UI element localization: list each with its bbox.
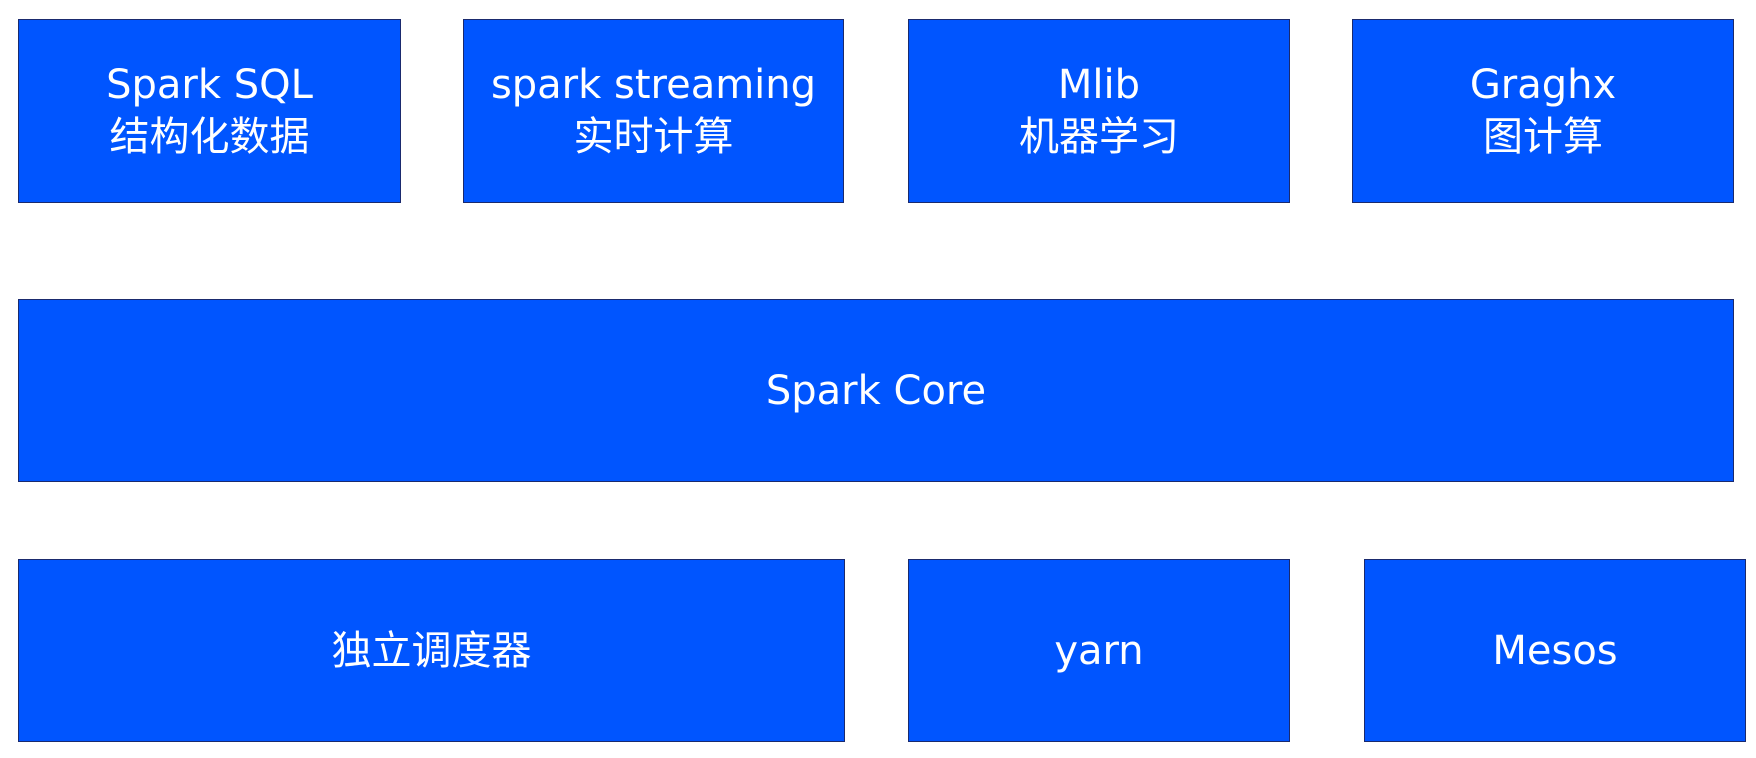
mlib-subtitle: 机器学习 — [1019, 114, 1179, 160]
spark-streaming-block: spark streaming 实时计算 — [463, 19, 844, 203]
mlib-block: Mlib 机器学习 — [908, 19, 1290, 203]
graphx-title: Graghx — [1469, 62, 1617, 108]
mesos-block: Mesos — [1364, 559, 1746, 742]
standalone-scheduler-block: 独立调度器 — [18, 559, 845, 742]
spark-streaming-subtitle: 实时计算 — [573, 114, 734, 160]
yarn-block: yarn — [908, 559, 1290, 742]
mlib-title: Mlib — [1057, 62, 1141, 108]
graphx-subtitle: 图计算 — [1483, 114, 1603, 160]
spark-sql-block: Spark SQL 结构化数据 — [18, 19, 401, 203]
spark-sql-subtitle: 结构化数据 — [109, 114, 310, 160]
spark-streaming-title: spark streaming — [490, 62, 817, 108]
graphx-block: Graghx 图计算 — [1352, 19, 1734, 203]
mesos-title: Mesos — [1492, 627, 1618, 674]
spark-core-block: Spark Core — [18, 299, 1734, 482]
standalone-scheduler-title: 独立调度器 — [331, 627, 532, 674]
yarn-title: yarn — [1054, 627, 1144, 674]
spark-sql-title: Spark SQL — [106, 62, 313, 108]
spark-core-title: Spark Core — [765, 367, 987, 414]
